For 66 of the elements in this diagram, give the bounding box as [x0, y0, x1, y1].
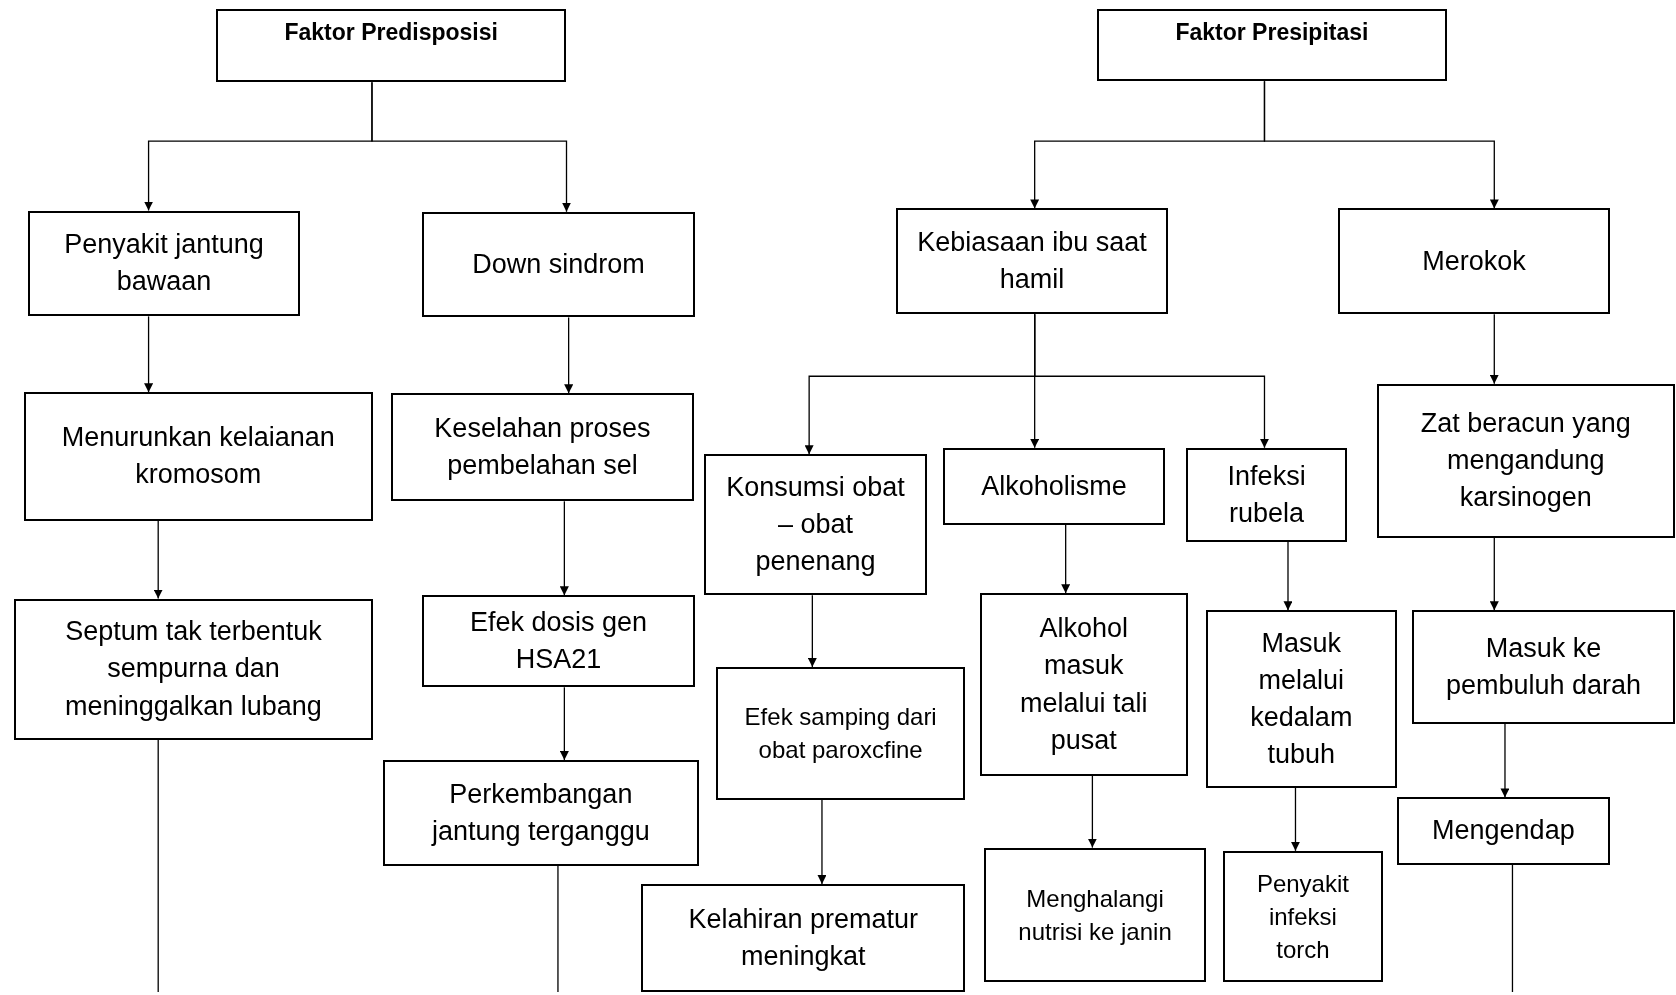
box-text: Down sindrom [472, 247, 645, 281]
connector-line [1511, 864, 1514, 993]
header-box [215, 8, 567, 83]
box-text: Septum tak terbentuk sempurna dan meninggalkan lubang [64, 615, 323, 723]
process-box [942, 447, 1166, 525]
box-text: Kebiasaan ibu saat hamil [916, 226, 1148, 297]
arrow [1489, 313, 1499, 385]
process-box [27, 210, 301, 317]
process-box [422, 595, 695, 688]
box-text: Keselahan proses pembelahan sel [433, 412, 652, 483]
arrow [817, 798, 827, 885]
connector-line [157, 739, 159, 993]
arrow [559, 686, 569, 761]
box-text: Penyakit infeksi torch [1255, 868, 1350, 966]
box-text: Faktor Presipitasi [1175, 17, 1369, 47]
box-text: Efek dosis gen HSA21 [468, 606, 649, 677]
box-text: Masuk melalui kedalam tubuh [1249, 626, 1354, 772]
box-text: Menghalangi nutrisi ke janin [1017, 883, 1173, 947]
process-box [1412, 610, 1675, 724]
box-text: Faktor Predisposisi [284, 17, 498, 47]
arrow [144, 315, 154, 393]
process-box [980, 593, 1188, 776]
arrow [1500, 723, 1510, 799]
process-box [1397, 797, 1610, 865]
process-box [1338, 208, 1610, 315]
arrow [1283, 541, 1293, 611]
arrow [1087, 775, 1097, 849]
box-text: Infeksi rubela [1226, 459, 1307, 530]
process-box [422, 211, 695, 318]
process-box [704, 454, 927, 596]
arrow [153, 519, 163, 600]
process-box [984, 847, 1206, 983]
box-text: Merokok [1422, 244, 1526, 278]
box-text: Zat beracun yang mengandung karsinogen [1419, 406, 1632, 515]
process-box [716, 666, 966, 800]
arrow [1489, 537, 1499, 611]
header-box [1096, 8, 1448, 82]
box-text: Masuk ke pembuluh darah [1444, 631, 1643, 702]
arrow [807, 594, 817, 668]
process-box [641, 883, 966, 992]
arrow [371, 81, 571, 213]
arrow [564, 316, 574, 394]
process-box [391, 393, 694, 502]
process-box [1222, 850, 1384, 983]
box-text: Konsumsi obat – obat penenang [725, 470, 906, 579]
arrow [1034, 313, 1269, 449]
process-box [1186, 447, 1347, 542]
box-text: Kelahiran prematur meningkat [687, 902, 920, 973]
connector-line [557, 865, 559, 993]
box-text: Menurunkan kelaianan kromosom [60, 421, 336, 492]
process-box [23, 392, 373, 521]
arrow [1291, 787, 1300, 852]
box-text: Mengendap [1432, 814, 1575, 848]
process-box [13, 598, 374, 740]
box-text: Penyakit jantung bawaan [63, 228, 265, 299]
arrow [559, 500, 569, 596]
box-text: Alkohol masuk melalui tali pusat [1019, 612, 1149, 757]
process-box [382, 759, 700, 866]
box-text: Efek samping dari obat paroxcfine [743, 702, 938, 766]
arrow [1263, 80, 1499, 210]
box-text: Alkoholisme [981, 469, 1127, 503]
process-box [1376, 383, 1675, 538]
process-box [895, 208, 1169, 315]
process-box [1205, 610, 1397, 788]
box-text: Perkembangan jantung terganggu [430, 777, 651, 848]
arrow [1061, 524, 1071, 594]
